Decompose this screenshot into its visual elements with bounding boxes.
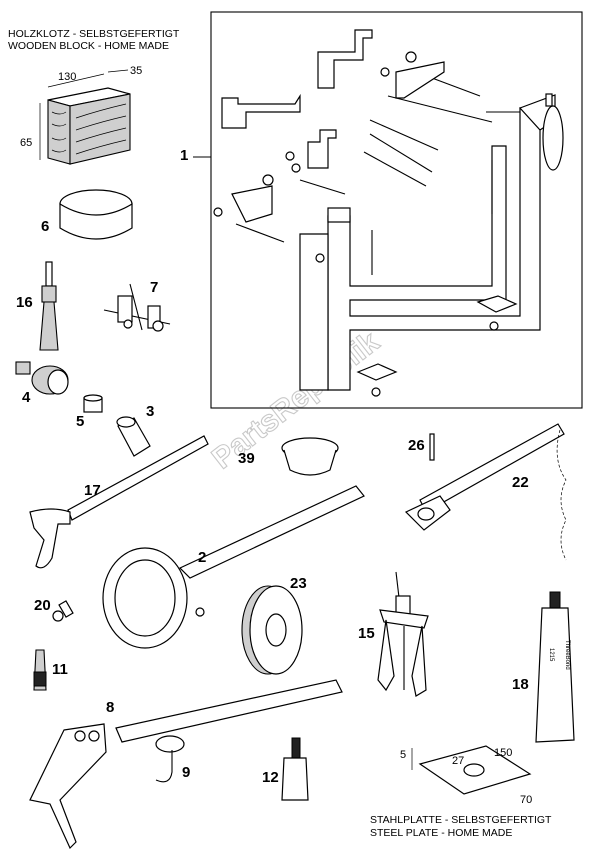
steel-plate-caption-en: STEEL PLATE - HOME MADE	[370, 827, 512, 839]
part-number-3: 3	[146, 403, 154, 420]
part-15-puller: 15	[358, 571, 429, 697]
part-number-12: 12	[262, 769, 279, 786]
part-number-7: 7	[150, 279, 158, 296]
steel-plate-dim-hole: 27	[452, 755, 464, 767]
part-5-bushing: 5	[76, 394, 103, 430]
part-18-sealant-tube: ThreeBond 1215 18	[512, 591, 575, 743]
part-8-bent-bar: 8	[29, 679, 343, 850]
part-number-23: 23	[290, 575, 307, 592]
part-number-22: 22	[512, 474, 529, 491]
part-17-holder-bar: 17	[29, 435, 209, 569]
part-4-nut-tool: 4	[15, 361, 69, 406]
wooden-block-dim-height: 65	[20, 137, 32, 149]
wooden-block-dim-length: 130	[58, 71, 76, 83]
part-6-ring: 6	[41, 189, 133, 240]
part-number-9: 9	[182, 764, 190, 781]
part-3-sleeve: 3	[116, 403, 154, 457]
part-number-15: 15	[358, 625, 375, 642]
wooden-block-dim-width: 35	[130, 65, 142, 77]
part-20-screw: 20	[34, 597, 74, 622]
part-number-5: 5	[76, 413, 84, 430]
steel-plate-caption-de: STAHLPLATTE - SELBSTGEFERTIGT	[370, 814, 552, 826]
tube-number: 1215	[548, 648, 554, 662]
part-number-18: 18	[512, 676, 529, 693]
part-39-cup: 39	[238, 437, 339, 476]
wooden-block: HOLZKLOTZ - SELBSTGEFERTIGT WOODEN BLOCK…	[8, 28, 180, 165]
part-number-4: 4	[22, 389, 31, 406]
steel-plate-dim-thickness: 5	[400, 749, 406, 761]
part-number-26: 26	[408, 437, 425, 454]
part-number-16: 16	[16, 294, 33, 311]
part-16-puller: 16	[16, 261, 59, 351]
wooden-block-caption-de: HOLZKLOTZ - SELBSTGEFERTIGT	[8, 28, 180, 40]
part-number-17: 17	[84, 482, 101, 499]
part-26-pin: 26	[408, 433, 435, 461]
part-22-chain-wrench: 22	[404, 423, 567, 561]
part-number-1: 1	[180, 147, 188, 164]
part-7-press: 7	[103, 279, 171, 332]
part-number-20: 20	[34, 597, 51, 614]
part-number-8: 8	[106, 699, 114, 716]
part-11-tool: 11	[33, 649, 68, 691]
engine-stand: 1	[180, 11, 583, 409]
steel-plate: 5 27 150 70 STAHLPLATTE - SELBSTGEFERTIG…	[370, 745, 552, 839]
part-number-11: 11	[52, 661, 68, 678]
part-2-clutch-holder: 2	[102, 485, 365, 649]
part-number-2: 2	[198, 549, 206, 566]
part-23-wheel-puller: 23	[241, 575, 307, 675]
part-12-bottle: 12	[262, 737, 309, 801]
wooden-block-caption-en: WOODEN BLOCK - HOME MADE	[8, 40, 169, 52]
tube-brand: ThreeBond	[564, 640, 570, 670]
steel-plate-dim-width: 70	[520, 794, 532, 806]
part-9-hook: 9	[155, 735, 190, 783]
part-number-39: 39	[238, 450, 255, 467]
steel-plate-dim-length: 150	[494, 747, 512, 759]
part-number-6: 6	[41, 218, 49, 235]
